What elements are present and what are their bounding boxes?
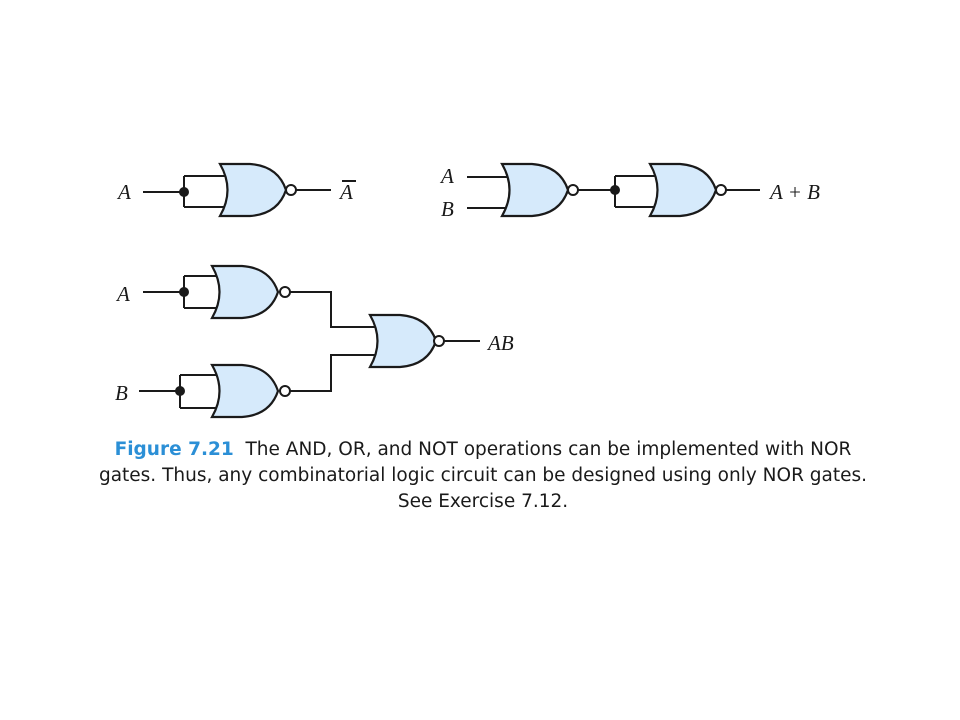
or-output-label: A + B — [768, 180, 820, 204]
and-output-label: AB — [486, 331, 514, 355]
or-split-wires — [614, 175, 658, 208]
and-input-b-label: B — [115, 381, 128, 405]
figure-caption: Figure 7.21 The AND, OR, and NOT operati… — [88, 437, 878, 515]
not-split-wires — [183, 175, 228, 208]
and-a-nor-gate — [210, 264, 280, 320]
and-a-junction-dot — [179, 287, 189, 297]
and-b-split-wires — [179, 374, 220, 409]
and-b-nor-gate — [210, 363, 280, 419]
not-output-label: A — [338, 180, 353, 204]
not-circuit: A A — [116, 162, 356, 218]
or-first-nor-gate — [500, 162, 570, 218]
and-input-a-label: A — [115, 282, 130, 306]
and-circuit: A B AB — [115, 264, 514, 419]
or-input-b-label: B — [441, 197, 454, 221]
or-junction-dot — [610, 185, 620, 195]
and-final-nor-gate — [368, 313, 438, 369]
or-second-nor-bubble — [715, 184, 727, 196]
or-second-nor-gate — [648, 162, 718, 218]
and-a-split-wires — [183, 275, 220, 309]
not-input-label: A — [116, 180, 131, 204]
figure-caption-text: The AND, OR, and NOT operations can be i… — [98, 439, 868, 512]
not-nor-bubble — [285, 184, 297, 196]
or-circuit: A B A + B — [439, 162, 820, 221]
and-b-to-final-wire — [290, 354, 378, 392]
and-b-junction-dot — [175, 386, 185, 396]
or-input-a-label: A — [439, 164, 454, 188]
and-a-nor-bubble — [279, 286, 291, 298]
and-b-nor-bubble — [279, 385, 291, 397]
not-junction-dot — [179, 187, 189, 197]
and-final-nor-bubble — [433, 335, 445, 347]
figure-label: Figure 7.21 — [114, 439, 234, 460]
or-first-nor-bubble — [567, 184, 579, 196]
not-nor-gate — [218, 162, 288, 218]
and-a-to-final-wire — [290, 291, 378, 328]
